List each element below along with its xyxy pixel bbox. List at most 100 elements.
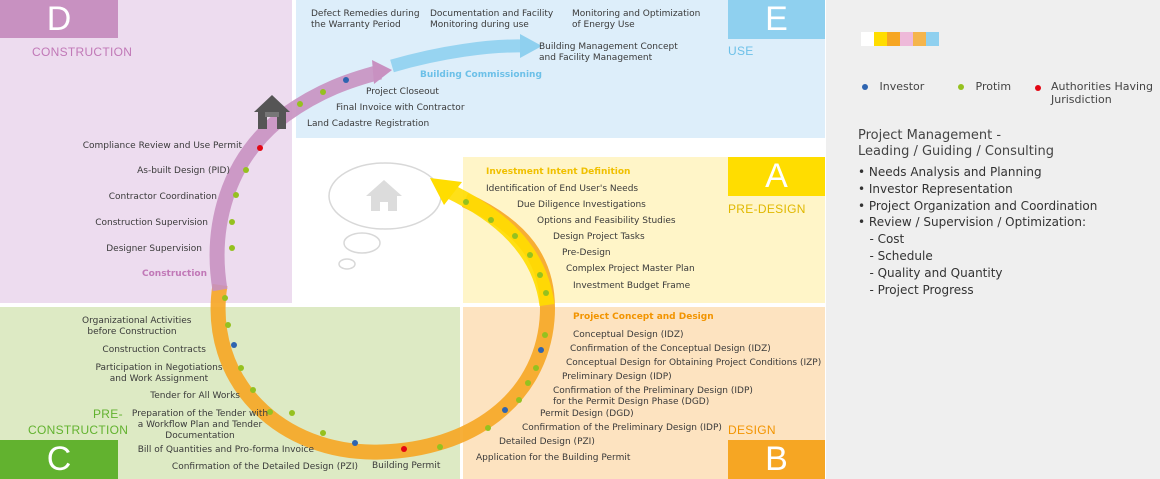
heading-project-concept: Project Concept and Design <box>573 312 714 322</box>
protim-marker-dot <box>320 89 326 95</box>
step-design-project-tasks: Design Project Tasks <box>553 232 645 242</box>
step-building-permit-application: Application for the Building Permit <box>476 453 631 463</box>
step-tender-all-works: Tender for All Works <box>150 391 240 401</box>
protim-marker-dot <box>512 233 518 239</box>
project-management-title: Project Management - Leading / Guiding /… <box>858 128 1054 159</box>
protim-marker-dot <box>229 219 235 225</box>
protim-marker-dot <box>238 365 244 371</box>
protim-marker-dot <box>267 409 273 415</box>
protim-marker-dot <box>289 410 295 416</box>
house-icon <box>254 95 290 129</box>
protim-marker-dot <box>516 397 522 403</box>
protim-marker-dot <box>222 295 228 301</box>
step-asbuilt-design: As-built Design (PID) <box>137 166 230 176</box>
thought-bubble-icon <box>328 162 442 270</box>
protim-marker-dot <box>225 322 231 328</box>
pm-item: • Review / Supervision / Optimization: <box>858 215 1086 230</box>
step-designer-supervision: Designer Supervision <box>106 244 202 254</box>
pm-item: • Needs Analysis and Planning <box>858 165 1042 179</box>
step-building-management: Building Management Concept and Facility… <box>539 42 678 63</box>
phase-a-letter: A <box>728 157 825 196</box>
protim-marker-dot <box>488 217 494 223</box>
step-pre-design: Pre-Design <box>562 248 611 258</box>
phase-e-name: USE <box>728 44 754 58</box>
phase-d-name: CONSTRUCTION <box>32 45 133 59</box>
protim-marker-dot <box>527 252 533 258</box>
step-negotiations: Participation in Negotiations and Work A… <box>95 363 223 384</box>
project-management-list: • Needs Analysis and Planning • Investor… <box>858 164 1097 298</box>
heading-building-commissioning: Building Commissioning <box>420 70 542 80</box>
protim-marker-dot <box>525 380 531 386</box>
phase-c-name-line2: CONSTRUCTION <box>28 423 129 437</box>
step-bill-of-quantities: Bill of Quantities and Pro-forma Invoice <box>137 445 314 455</box>
investor-marker-dot <box>352 440 358 446</box>
step-tender-preparation: Preparation of the Tender with a Workflo… <box>131 409 269 441</box>
step-due-diligence: Due Diligence Investigations <box>517 200 646 210</box>
use-arrowhead <box>520 34 542 58</box>
investor-marker-dot <box>502 407 508 413</box>
legend-protim: Protim <box>958 80 1011 93</box>
step-master-plan: Complex Project Master Plan <box>566 264 695 274</box>
protim-marker-dot <box>543 290 549 296</box>
phase-e-letter: E <box>728 0 825 39</box>
protim-marker-dot <box>537 272 543 278</box>
protim-marker-dot <box>229 245 235 251</box>
heading-construction: Construction <box>142 269 208 279</box>
step-construction-supervision: Construction Supervision <box>95 218 208 228</box>
legend-protim-label: Protim <box>975 80 1012 93</box>
phase-color-swatch <box>861 32 939 46</box>
legend-authorities-label: Authorities Having Jurisdiction <box>1051 80 1153 106</box>
step-confirm-preliminary-dgd: Confirmation of the Preliminary Design (… <box>553 386 753 407</box>
step-conceptual-design: Conceptual Design (IDZ) <box>573 330 684 340</box>
authorities-dot-icon <box>1035 85 1041 91</box>
lifecycle-cycle-diagram <box>209 34 555 460</box>
phase-b-letter: B <box>728 440 825 479</box>
step-detailed-design: Detailed Design (PZI) <box>499 437 595 447</box>
investor-dot-icon <box>862 84 868 90</box>
protim-marker-dot <box>243 167 249 173</box>
step-confirm-preliminary: Confirmation of the Preliminary Design (… <box>522 423 722 433</box>
step-energy-monitoring: Monitoring and Optimization of Energy Us… <box>572 9 701 30</box>
pm-item: - Project Progress <box>858 282 974 297</box>
legend-investor-label: Investor <box>879 80 925 93</box>
step-confirm-detailed-design: Confirmation of the Detailed Design (PZI… <box>171 462 358 472</box>
phase-a-name: PRE-DESIGN <box>728 202 806 216</box>
authorities-marker-dot <box>401 446 407 452</box>
step-compliance-review: Compliance Review and Use Permit <box>82 141 242 151</box>
step-defect-remedies: Defect Remedies during the Warranty Peri… <box>311 9 420 30</box>
investor-marker-dot <box>343 77 349 83</box>
house-icon-bubble <box>366 180 402 211</box>
legend-authorities: Authorities Having Jurisdiction <box>1035 80 1153 106</box>
step-project-closeout: Project Closeout <box>366 87 439 97</box>
authorities-marker-dot <box>257 145 263 151</box>
protim-marker-dot <box>542 332 548 338</box>
step-confirm-conceptual: Confirmation of the Conceptual Design (I… <box>570 344 771 354</box>
protim-marker-dot <box>533 365 539 371</box>
predesign-arrowhead <box>430 178 462 205</box>
use-arc <box>390 39 526 73</box>
protim-marker-dot <box>485 425 491 431</box>
pm-item: • Investor Representation <box>858 181 1013 196</box>
step-options-feasibility: Options and Feasibility Studies <box>537 216 676 226</box>
step-building-permit: Building Permit <box>372 461 441 471</box>
step-permit-design: Permit Design (DGD) <box>540 409 634 419</box>
step-contractor-coordination: Contractor Coordination <box>108 192 217 202</box>
pm-item: - Cost <box>858 232 905 247</box>
protim-marker-dot <box>297 101 303 107</box>
protim-marker-dot <box>437 444 443 450</box>
phase-c-name-line1: PRE- <box>93 407 123 421</box>
sidebar-panel <box>826 0 1160 479</box>
investor-marker-dot <box>231 342 237 348</box>
protim-marker-dot <box>250 387 256 393</box>
phase-d-letter: D <box>0 0 118 38</box>
step-organizational-activities: Organizational Activities before Constru… <box>82 316 192 337</box>
legend-investor: Investor <box>862 80 924 93</box>
pm-item: - Quality and Quantity <box>858 265 1003 280</box>
heading-investment-intent: Investment Intent Definition <box>486 167 631 177</box>
step-end-user-needs: Identification of End User's Needs <box>486 184 639 194</box>
construction-arrowhead <box>372 60 392 84</box>
pm-item: • Project Organization and Coordination <box>858 198 1098 213</box>
phase-b-name: DESIGN <box>728 423 776 437</box>
step-land-cadastre: Land Cadastre Registration <box>307 119 430 129</box>
